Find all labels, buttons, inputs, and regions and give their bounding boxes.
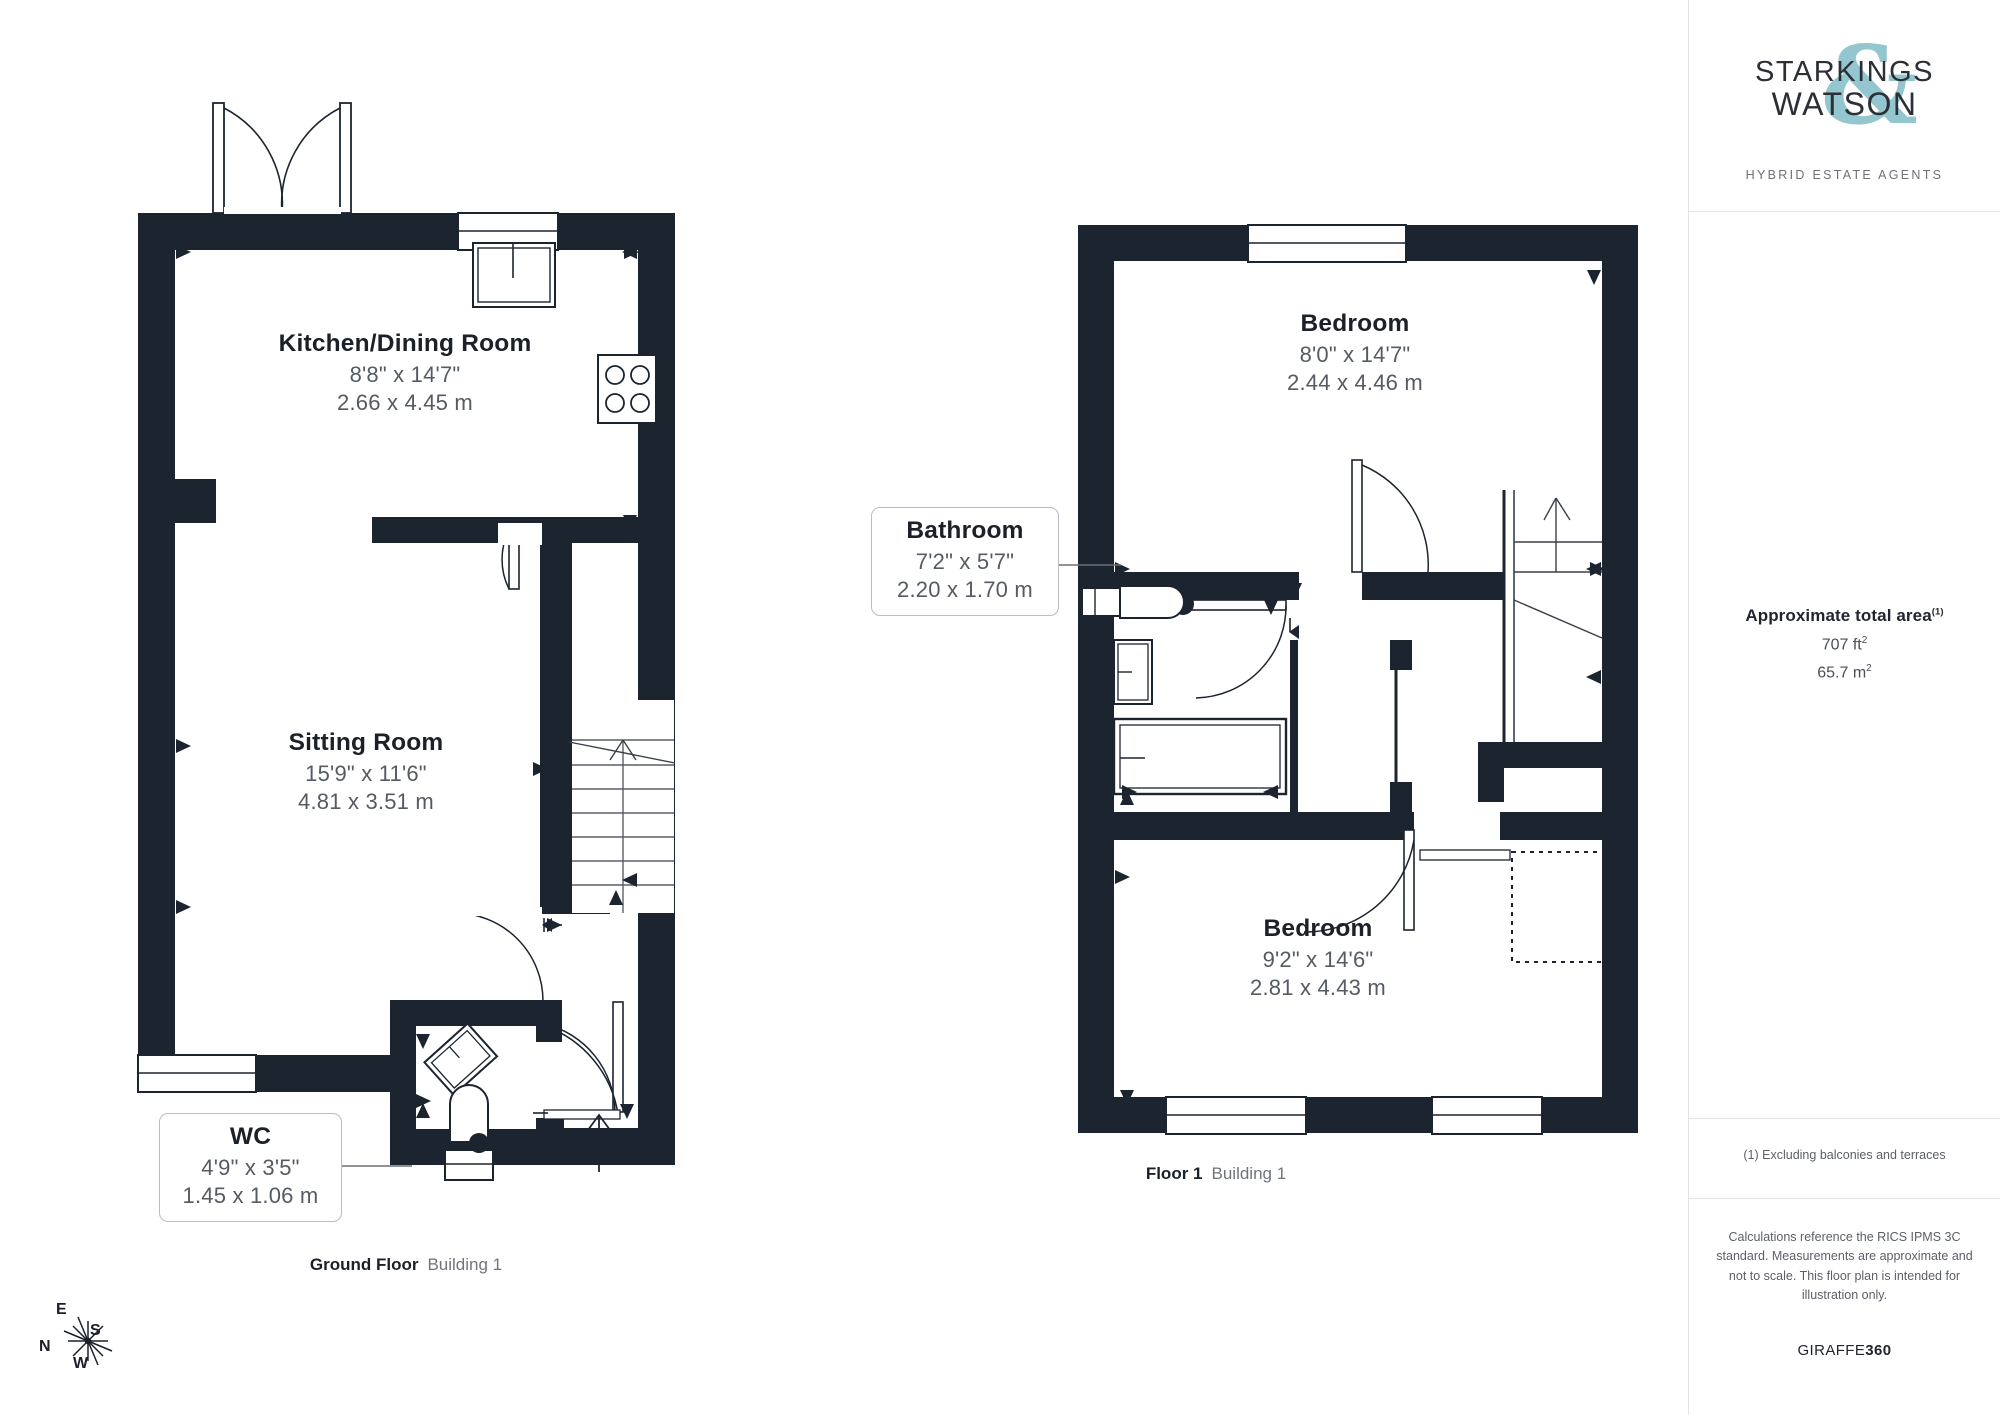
bathroom-callout-leader bbox=[1059, 564, 1121, 566]
hob-burner bbox=[630, 393, 650, 413]
compass-label-west: W bbox=[73, 1355, 89, 1372]
sqm-exponent: 2 bbox=[1866, 663, 1872, 675]
total-area-sqft: 707 ft2 bbox=[1689, 635, 2000, 654]
ground-floor-plan bbox=[137, 102, 676, 1181]
front-door-threshold bbox=[543, 1109, 621, 1120]
french-door-leaf-left bbox=[212, 102, 225, 214]
sidebar-footnote: (1) Excluding balconies and terraces bbox=[1743, 1148, 1946, 1162]
wc-toilet bbox=[444, 1084, 494, 1181]
logo-tagline: HYBRID ESTATE AGENTS bbox=[1745, 168, 1944, 182]
floor-caption-first-name: Floor 1 bbox=[1145, 1164, 1203, 1183]
total-area-title: Approximate total area(1) bbox=[1689, 606, 2000, 626]
staircase-ground bbox=[568, 700, 676, 913]
cupboard-wall-bottom bbox=[1390, 782, 1412, 812]
room-dim-metric-wc: 1.45 x 1.06 m bbox=[182, 1183, 319, 1208]
total-area-title-text: Approximate total area bbox=[1745, 606, 1932, 625]
door-opening-kitchen bbox=[498, 523, 542, 545]
hob-burner bbox=[605, 393, 625, 413]
wall-bathroom-left bbox=[1078, 600, 1114, 812]
ampersand-glyph: & bbox=[1820, 23, 1919, 149]
wall-wc-right-upper bbox=[536, 1000, 562, 1042]
compass-center bbox=[84, 1337, 92, 1345]
wc-callout-leader bbox=[342, 1165, 412, 1167]
room-dim-metric-bathroom: 2.20 x 1.70 m bbox=[897, 577, 1033, 602]
floorplan-canvas: Kitchen/Dining Room 8'8" x 14'7" 2.66 x … bbox=[39, 102, 1638, 1372]
total-area-footnote-marker: (1) bbox=[1931, 606, 1944, 618]
cupboard-wall-top bbox=[1390, 640, 1412, 670]
door-leaf-bedroom2 bbox=[1403, 829, 1415, 931]
floor-caption-ground-building: Building 1 bbox=[427, 1255, 503, 1274]
bathroom-toilet bbox=[1081, 585, 1185, 619]
compass-label-south: S bbox=[90, 1322, 101, 1339]
room-name-bathroom: Bathroom bbox=[906, 517, 1024, 544]
floor-caption-first: Floor 1 Building 1 bbox=[1146, 1164, 1286, 1184]
room-dim-imperial-wc: 4'9" x 3'5" bbox=[201, 1155, 300, 1180]
floor-caption-ground: Ground Floor Building 1 bbox=[310, 1255, 502, 1275]
sqft-exponent: 2 bbox=[1861, 635, 1868, 646]
floor-caption-first-building: Building 1 bbox=[1211, 1164, 1287, 1183]
front-door-leaf bbox=[612, 1001, 624, 1113]
room-callout-wc: WC 4'9" x 3'5" 1.45 x 1.06 m bbox=[159, 1113, 342, 1222]
sidebar-disclaimer: Calculations reference the RICS IPMS 3C … bbox=[1716, 1230, 1973, 1303]
logo-text-starkings: STARKINGS bbox=[1755, 56, 1934, 88]
door-swing-bedroom2 bbox=[1303, 839, 1415, 933]
wall-wc-bottom-left bbox=[390, 1129, 450, 1165]
total-area-sqm-value: 65.7 m bbox=[1817, 664, 1867, 682]
wall-landing-bedroom2-right bbox=[1500, 812, 1602, 840]
total-area-sqm: 65.7 m2 bbox=[1689, 663, 2000, 682]
french-door-leaf-right bbox=[339, 102, 352, 214]
sidebar-divider-2 bbox=[1689, 1198, 2000, 1199]
compass-rose bbox=[63, 1316, 113, 1366]
airing-cupboard-floor bbox=[1298, 640, 1408, 812]
wc-basin bbox=[423, 1022, 499, 1097]
staircase-first bbox=[1502, 490, 1603, 742]
compass-label-east: E bbox=[56, 1301, 67, 1318]
door-swing-bathroom bbox=[1195, 605, 1287, 699]
wall-wc-top bbox=[390, 1000, 550, 1026]
brand-logo: & STARKINGS WATSON HYBRID ESTATE AGENTS bbox=[1689, 0, 2000, 212]
hob-burner bbox=[605, 365, 625, 385]
door-swing-bedroom1 bbox=[1361, 464, 1429, 573]
total-area-block: Approximate total area(1) 707 ft2 65.7 m… bbox=[1689, 606, 2000, 683]
french-door-swing-right bbox=[280, 107, 341, 214]
info-sidebar: & STARKINGS WATSON HYBRID ESTATE AGENTS … bbox=[1688, 0, 2000, 1415]
dimension-arrows-ground bbox=[176, 245, 639, 1119]
eaves-storage-outline bbox=[1511, 851, 1633, 963]
wall-landing-bedroom2 bbox=[1114, 812, 1414, 840]
bathtub-inner bbox=[1119, 724, 1281, 789]
room-name-wc: WC bbox=[229, 1123, 272, 1150]
giraffe360-bold: 360 bbox=[1865, 1342, 1892, 1359]
french-door-opening bbox=[224, 207, 341, 214]
giraffe360-light: GIRAFFE bbox=[1797, 1342, 1866, 1359]
entry-arrow bbox=[587, 1113, 611, 1172]
kitchen-hob bbox=[597, 354, 657, 424]
room-dim-imperial-bathroom: 7'2" x 5'7" bbox=[915, 549, 1015, 574]
first-floor-plan bbox=[1078, 224, 1638, 1135]
front-door-swing-outer bbox=[544, 1025, 619, 1115]
kitchen-sink-basin bbox=[477, 247, 551, 303]
stair-wall-side bbox=[1478, 742, 1504, 802]
dimension-arrows-first bbox=[1115, 270, 1605, 1105]
wall-stairs-left bbox=[540, 543, 572, 913]
wall-notch-left bbox=[138, 479, 216, 523]
hob-burner bbox=[630, 365, 650, 385]
french-door-swing-left bbox=[223, 107, 284, 214]
compass-label-north: N bbox=[39, 1338, 51, 1355]
total-area-sqft-value: 707 ft bbox=[1821, 636, 1862, 654]
logo-lockup: & STARKINGS WATSON bbox=[1745, 32, 1945, 154]
floorplan-drawing bbox=[137, 102, 1638, 1181]
logo-text-watson: WATSON bbox=[1771, 85, 1918, 122]
door-leaf-bedroom1 bbox=[1351, 459, 1363, 573]
sidebar-divider-1 bbox=[1689, 1118, 2000, 1119]
giraffe360-brand: GIRAFFE360 bbox=[1689, 1342, 2000, 1359]
bedroom2-door-threshold bbox=[1419, 849, 1511, 861]
floor-caption-ground-name: Ground Floor bbox=[309, 1255, 419, 1274]
room-callout-bathroom: Bathroom 7'2" x 5'7" 2.20 x 1.70 m bbox=[871, 507, 1059, 616]
door-opening-sitting bbox=[452, 907, 542, 916]
